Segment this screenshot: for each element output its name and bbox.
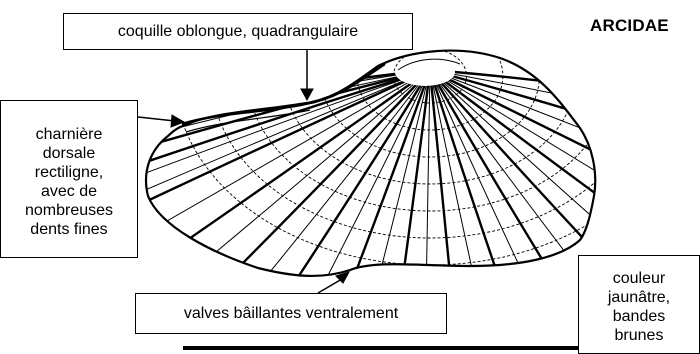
label-color-line-4: brunes	[579, 326, 699, 345]
label-ventral-text: valves bâillantes ventralement	[136, 304, 446, 323]
family-title: ARCIDAE	[590, 16, 669, 36]
label-shell-shape: coquille oblongue, quadrangulaire	[63, 13, 413, 50]
label-color: couleur jaunâtre, bandes brunes	[578, 255, 700, 354]
label-hinge-line-2: dorsale	[1, 144, 137, 163]
label-color-line-1: couleur	[579, 269, 699, 288]
label-color-line-2: jaunâtre,	[579, 288, 699, 307]
label-hinge: charnière dorsale rectiligne, avec de no…	[0, 100, 138, 258]
label-hinge-line-6: dents fines	[1, 220, 137, 239]
label-ventral-gape: valves bâillantes ventralement	[135, 293, 447, 334]
label-hinge-line-5: nombreuses	[1, 201, 137, 220]
label-hinge-line-1: charnière	[1, 125, 137, 144]
label-shell-shape-text: coquille oblongue, quadrangulaire	[64, 22, 412, 41]
label-color-line-3: bandes	[579, 307, 699, 326]
label-hinge-line-4: avec de	[1, 182, 137, 201]
label-hinge-line-3: rectiligne,	[1, 163, 137, 182]
